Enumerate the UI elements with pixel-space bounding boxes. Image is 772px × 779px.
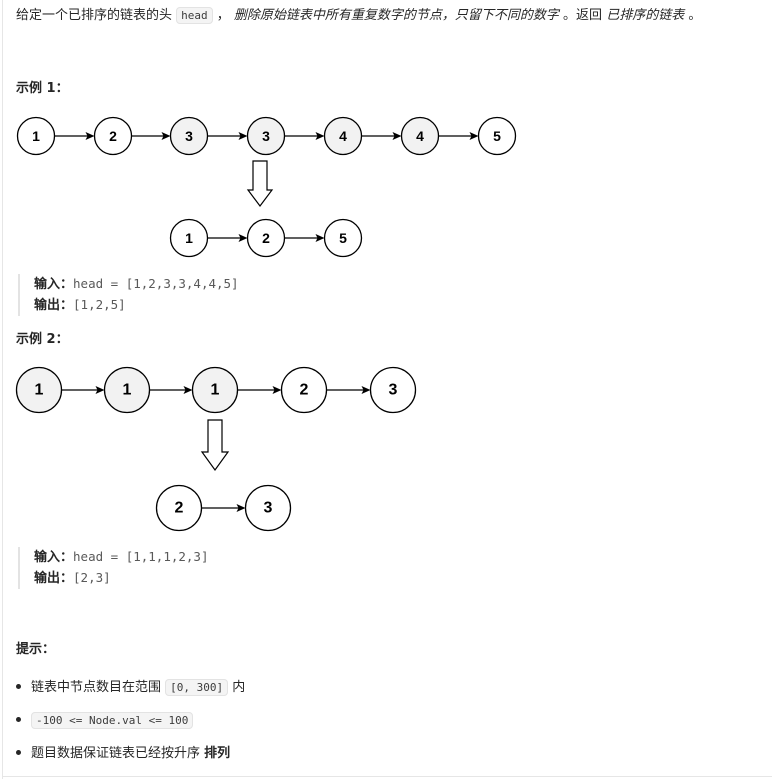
example-1-bottom-node: 2 <box>246 218 286 258</box>
intro-prefix: 给定一个已排序的链表的头 <box>16 8 177 23</box>
example-2-top-edge <box>237 386 282 394</box>
example-1-top-node-label: 2 <box>109 128 117 144</box>
example-1-bottom-edge <box>207 234 248 242</box>
example-2-top-node-label: 1 <box>35 382 44 399</box>
down-arrow-icon <box>200 419 230 472</box>
example-1-top-node-label: 4 <box>339 128 347 144</box>
intro-italic-2: 已排序的链表 <box>606 8 685 23</box>
example-1-top-node: 3 <box>246 116 286 156</box>
example-1-input-value: head = [1,2,3,3,4,4,5] <box>73 276 239 291</box>
example-1-input-label: 输入： <box>34 277 74 292</box>
example-2-top-node-label: 2 <box>300 382 309 399</box>
example-1-top-edge <box>207 132 248 140</box>
hint-3-prefix: 题目数据保证链表已经按升序 <box>31 746 205 761</box>
example-2-bottom-node-label: 2 <box>175 500 184 517</box>
example-2-bottom-edge <box>201 504 246 512</box>
hint-3-bold: 排列 <box>204 746 231 761</box>
hint-2-code: -100 <= Node.val <= 100 <box>31 712 194 729</box>
example-2-diagram: 1 1 1 2 3 2 3 <box>15 366 417 532</box>
example-1-top-node: 5 <box>477 116 517 156</box>
intro-italic-1: 删除原始链表中所有重复数字的节点，只留下不同的数字 <box>233 8 559 23</box>
example-2-title: 示例 2： <box>16 332 69 347</box>
head-code: head <box>176 7 213 24</box>
example-1-top-node-label: 3 <box>262 128 270 144</box>
hint-1-prefix: 链表中节点数目在范围 <box>31 680 166 695</box>
example-1-top-node-label: 3 <box>185 128 193 144</box>
example-1-output-value: [1,2,5] <box>73 297 126 312</box>
hint-item-2: -100 <= Node.val <= 100 <box>16 711 194 731</box>
example-2-input-value: head = [1,1,1,2,3] <box>73 549 209 564</box>
example-1-top-node: 4 <box>400 116 440 156</box>
example-1-top-node-label: 5 <box>493 128 501 144</box>
example-1-bottom-node-label: 2 <box>262 230 270 246</box>
example-1-top-node: 3 <box>169 116 209 156</box>
example-2-bottom-node-label: 3 <box>264 500 273 517</box>
hints-title: 提示： <box>16 642 56 657</box>
example-1-bottom-node: 1 <box>169 218 209 258</box>
example-1-top-edge <box>438 132 479 140</box>
example-1-top-node-label: 1 <box>32 128 40 144</box>
example-2-top-node: 2 <box>280 366 328 414</box>
example-1-top-node-label: 4 <box>416 128 424 144</box>
example-2-output-label: 输出： <box>34 571 74 586</box>
example-2-bottom-node: 2 <box>155 484 203 532</box>
intro-suffix: 。 <box>684 8 702 23</box>
content-left-border <box>2 0 3 779</box>
hint-item-1: 链表中节点数目在范围 [0, 300] 内 <box>16 678 245 698</box>
example-1-top-edge <box>131 132 171 140</box>
example-2-io: 输入：head = [1,1,1,2,3] 输出：[2,3] <box>18 547 208 589</box>
intro-sep: ， <box>212 8 234 23</box>
down-arrow-icon <box>246 160 274 207</box>
example-2-top-node: 1 <box>103 366 151 414</box>
example-2-top-node-label: 3 <box>389 382 398 399</box>
example-2-bottom-node: 3 <box>244 484 292 532</box>
example-2-top-node: 1 <box>191 366 239 414</box>
example-2-top-node: 1 <box>15 366 63 414</box>
example-1-io: 输入：head = [1,2,3,3,4,4,5] 输出：[1,2,5] <box>18 274 239 316</box>
example-1-top-node: 2 <box>93 116 133 156</box>
example-2-top-edge <box>61 386 105 394</box>
example-1-title: 示例 1： <box>16 81 69 96</box>
example-2-top-edge <box>149 386 193 394</box>
example-1-top-node: 4 <box>323 116 363 156</box>
example-1-bottom-node-label: 1 <box>185 230 193 246</box>
example-1-diagram: 1 2 3 3 4 4 5 1 2 5 <box>16 116 517 258</box>
example-2-top-edge <box>326 386 371 394</box>
example-2-input-label: 输入： <box>34 550 74 565</box>
hint-1-code: [0, 300] <box>165 679 229 696</box>
example-1-top-edge <box>361 132 402 140</box>
intro-middle: 。返回 <box>558 8 607 23</box>
example-1-top-edge <box>54 132 95 140</box>
example-2-top-node-label: 1 <box>211 382 220 399</box>
example-1-top-edge <box>284 132 325 140</box>
example-1-output-label: 输出： <box>34 298 74 313</box>
bullet-icon <box>16 717 21 722</box>
example-2-top-node: 3 <box>369 366 417 414</box>
hint-item-3: 题目数据保证链表已经按升序 排列 <box>16 744 230 764</box>
example-2-output-value: [2,3] <box>73 570 111 585</box>
bullet-icon <box>16 684 21 689</box>
example-1-bottom-edge <box>284 234 325 242</box>
example-1-top-node: 1 <box>16 116 56 156</box>
example-2-top-node-label: 1 <box>123 382 132 399</box>
example-1-bottom-node-label: 5 <box>339 230 347 246</box>
hint-1-suffix: 内 <box>228 680 246 695</box>
content-bottom-border <box>2 776 772 777</box>
problem-description: 给定一个已排序的链表的头 head ， 删除原始链表中所有重复数字的节点，只留下… <box>16 6 701 26</box>
example-1-bottom-node: 5 <box>323 218 363 258</box>
bullet-icon <box>16 750 21 755</box>
